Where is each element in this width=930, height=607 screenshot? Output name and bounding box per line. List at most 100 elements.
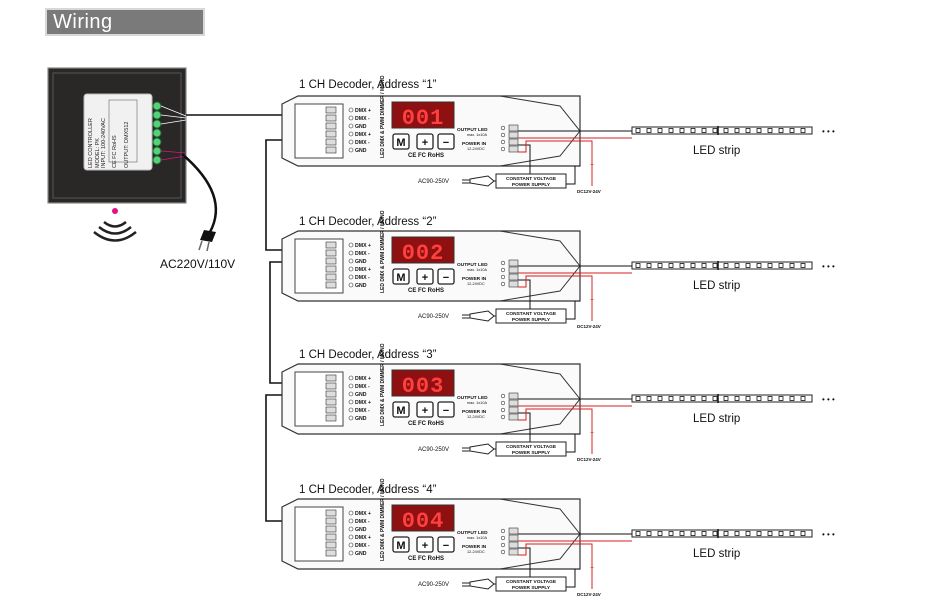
terminal-label: GND (355, 551, 367, 557)
minus-button[interactable]: − (437, 401, 455, 418)
minus-button-label: − (443, 405, 449, 417)
output-pin (500, 414, 506, 420)
mode-button[interactable]: M (392, 401, 410, 418)
power-supply-line-2: POWER SUPPLY (512, 317, 551, 323)
dc-output-label: DC12V-24V (577, 592, 601, 597)
terminal-screw (325, 414, 337, 422)
minus-button-shape[interactable] (437, 268, 455, 285)
led-chip (690, 263, 696, 268)
led-chip (734, 396, 740, 401)
output-pin (500, 267, 506, 273)
mode-button-shape[interactable] (392, 536, 410, 553)
ac-plug-icon (469, 310, 495, 322)
minus-button-shape[interactable] (437, 133, 455, 150)
minus-marker: - (578, 432, 580, 438)
terminal-pin (348, 250, 354, 256)
led-chip (756, 128, 762, 133)
minus-button-shape[interactable] (437, 536, 455, 553)
output-pin (500, 393, 506, 399)
power-in-label: POWER IN (462, 409, 487, 415)
led-chip (800, 263, 806, 268)
minus-button[interactable]: − (437, 536, 455, 553)
terminal-pin (348, 131, 354, 137)
led-chip (778, 128, 784, 133)
led-chip (701, 531, 707, 536)
terminal-screw (325, 525, 337, 533)
terminal-label: DMX + (355, 243, 371, 249)
plus-button-shape[interactable] (416, 133, 434, 150)
mode-button[interactable]: M (392, 536, 410, 553)
output-screw (508, 280, 519, 288)
power-wire-positive (518, 408, 593, 454)
output-led-label: OUTPUT LED (457, 262, 488, 268)
output-max-label: max. 1x10A (467, 268, 488, 272)
power-supply-line-2: POWER SUPPLY (512, 450, 551, 456)
terminal-screw (325, 517, 337, 525)
led-chip (734, 263, 740, 268)
output-screw (508, 541, 519, 549)
mode-button[interactable]: M (392, 133, 410, 150)
output-screw (508, 548, 519, 556)
controller-label: LED CONTROLLER MODEL: PK INPUT: 100-240V… (88, 118, 130, 168)
power-in-label: POWER IN (462, 544, 487, 550)
mode-button-shape[interactable] (392, 133, 410, 150)
plus-button[interactable]: + (416, 133, 434, 150)
diagram-title: Wiring Diagram: (45, 8, 205, 57)
decoder-side-text: LED DMX & PWM DIMMER / MONO (380, 343, 386, 426)
cert-marks: CE FC RoHS (408, 153, 444, 159)
terminal-pin (348, 282, 354, 288)
mains-voltage-label: AC220V/110V (160, 257, 235, 271)
plus-button-shape[interactable] (416, 536, 434, 553)
controller-label-line-3: INPUT: 100-240VAC (101, 118, 107, 168)
led-chip (800, 531, 806, 536)
plus-marker: + (590, 297, 594, 304)
minus-button-shape[interactable] (437, 401, 455, 418)
plus-button-label: + (422, 272, 428, 284)
minus-button-label: − (443, 137, 449, 149)
led-chip (756, 396, 762, 401)
mode-button-shape[interactable] (392, 401, 410, 418)
terminal-pin (348, 107, 354, 113)
plus-button[interactable]: + (416, 536, 434, 553)
ac-input-label: AC90-250V (418, 447, 449, 453)
controller-label-line-1: LED CONTROLLER (88, 118, 94, 168)
led-strip-label-2: LED strip (693, 280, 741, 292)
plus-button-label: + (422, 540, 428, 552)
led-chip (800, 396, 806, 401)
terminal-label: DMX + (355, 267, 371, 273)
mode-button[interactable]: M (392, 268, 410, 285)
output-led-label: OUTPUT LED (457, 530, 488, 536)
led-chip (712, 263, 718, 268)
seven-segment-display (391, 236, 455, 264)
plus-button[interactable]: + (416, 268, 434, 285)
led-chip (668, 263, 674, 268)
minus-marker: - (578, 299, 580, 305)
power-supply-line-2: POWER SUPPLY (512, 585, 551, 591)
power-supply-line-1: CONSTANT VOLTAGE (506, 444, 557, 450)
terminal-pin (348, 274, 354, 280)
power-wire-positive (518, 543, 593, 589)
plus-button[interactable]: + (416, 401, 434, 418)
ac-plug-icon (469, 175, 495, 187)
minus-button[interactable]: − (437, 268, 455, 285)
terminal-pin (348, 534, 354, 540)
minus-button[interactable]: − (437, 133, 455, 150)
terminal-pin (348, 147, 354, 153)
led-chip (745, 531, 751, 536)
terminal-screw (325, 241, 337, 249)
output-screw (508, 259, 519, 267)
led-chip (690, 128, 696, 133)
terminal-screw (325, 406, 337, 414)
terminal-screw (325, 374, 337, 382)
led-chip (745, 396, 751, 401)
mode-button-shape[interactable] (392, 268, 410, 285)
led-chip (668, 396, 674, 401)
plus-button-shape[interactable] (416, 401, 434, 418)
led-chip (712, 396, 718, 401)
plus-button-shape[interactable] (416, 268, 434, 285)
led-chip (800, 128, 806, 133)
terminal-screw (325, 130, 337, 138)
power-range-label: 12-24VDC (467, 282, 485, 286)
led-chip (723, 531, 729, 536)
